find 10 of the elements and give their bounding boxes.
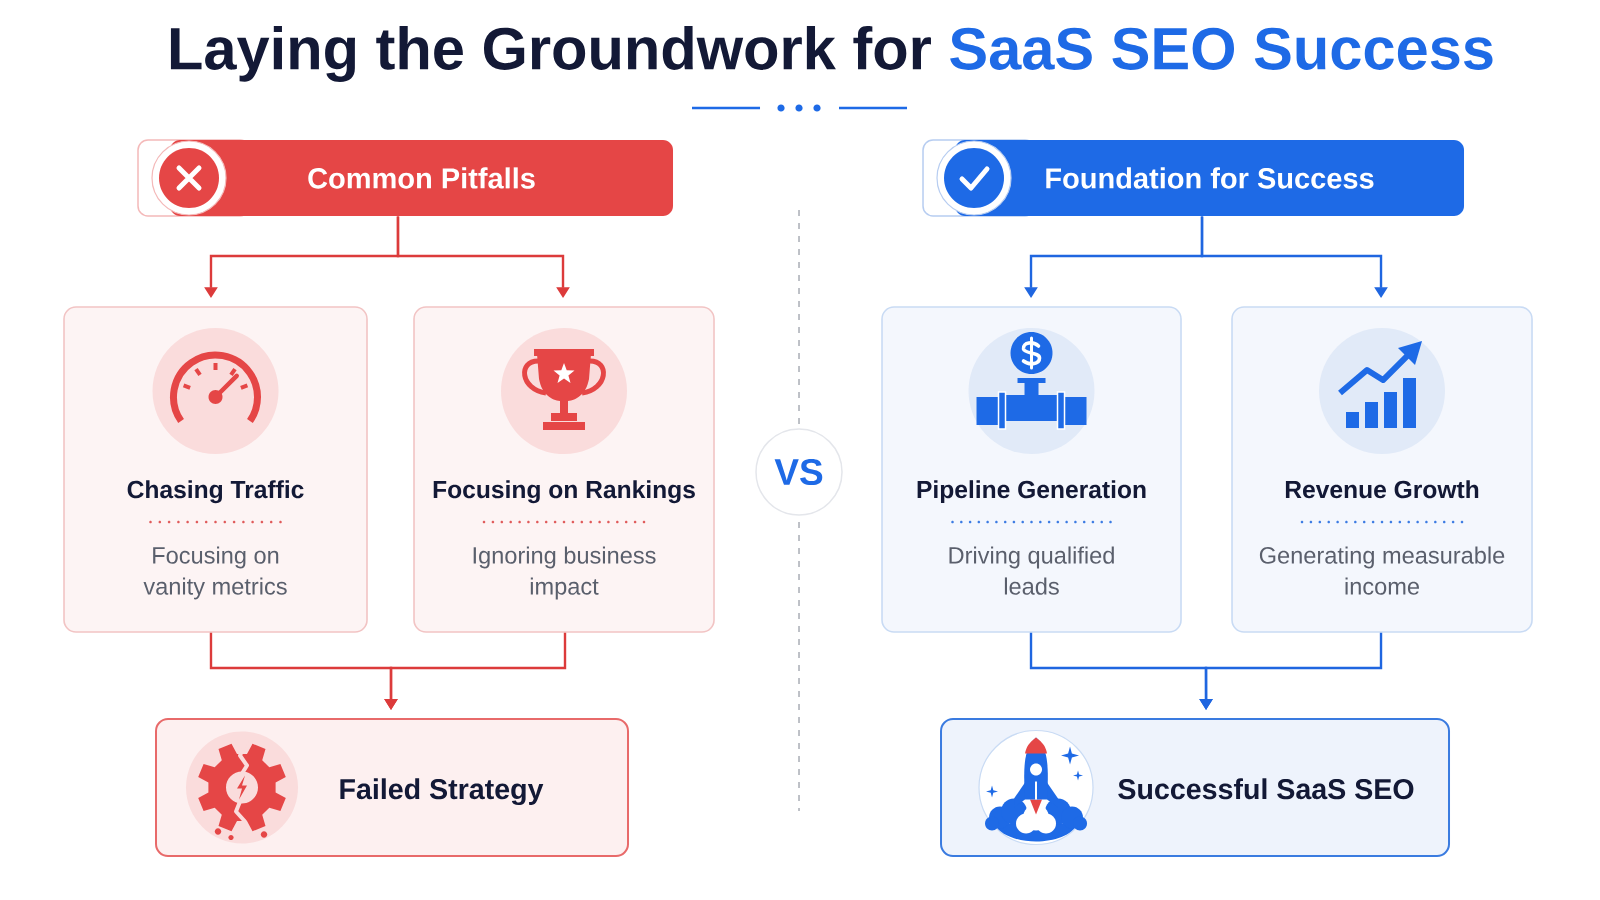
card-description: Focusing on vanity metrics xyxy=(143,546,287,600)
title: Laying the Groundwork for SaaS SEO Success xyxy=(170,26,1493,82)
vs-badge: VS xyxy=(755,428,843,516)
card-title: Revenue Growth xyxy=(1285,480,1479,499)
card-description: Driving qualified leads xyxy=(949,546,1114,595)
card-description: Ignoring business impact xyxy=(473,546,656,600)
card-title: Pipeline Generation xyxy=(917,480,1146,504)
card-title: Chasing Traffic xyxy=(127,480,304,504)
card-title: Focusing on Rankings xyxy=(433,480,695,504)
card-description: Generating measurable income xyxy=(1259,546,1505,595)
